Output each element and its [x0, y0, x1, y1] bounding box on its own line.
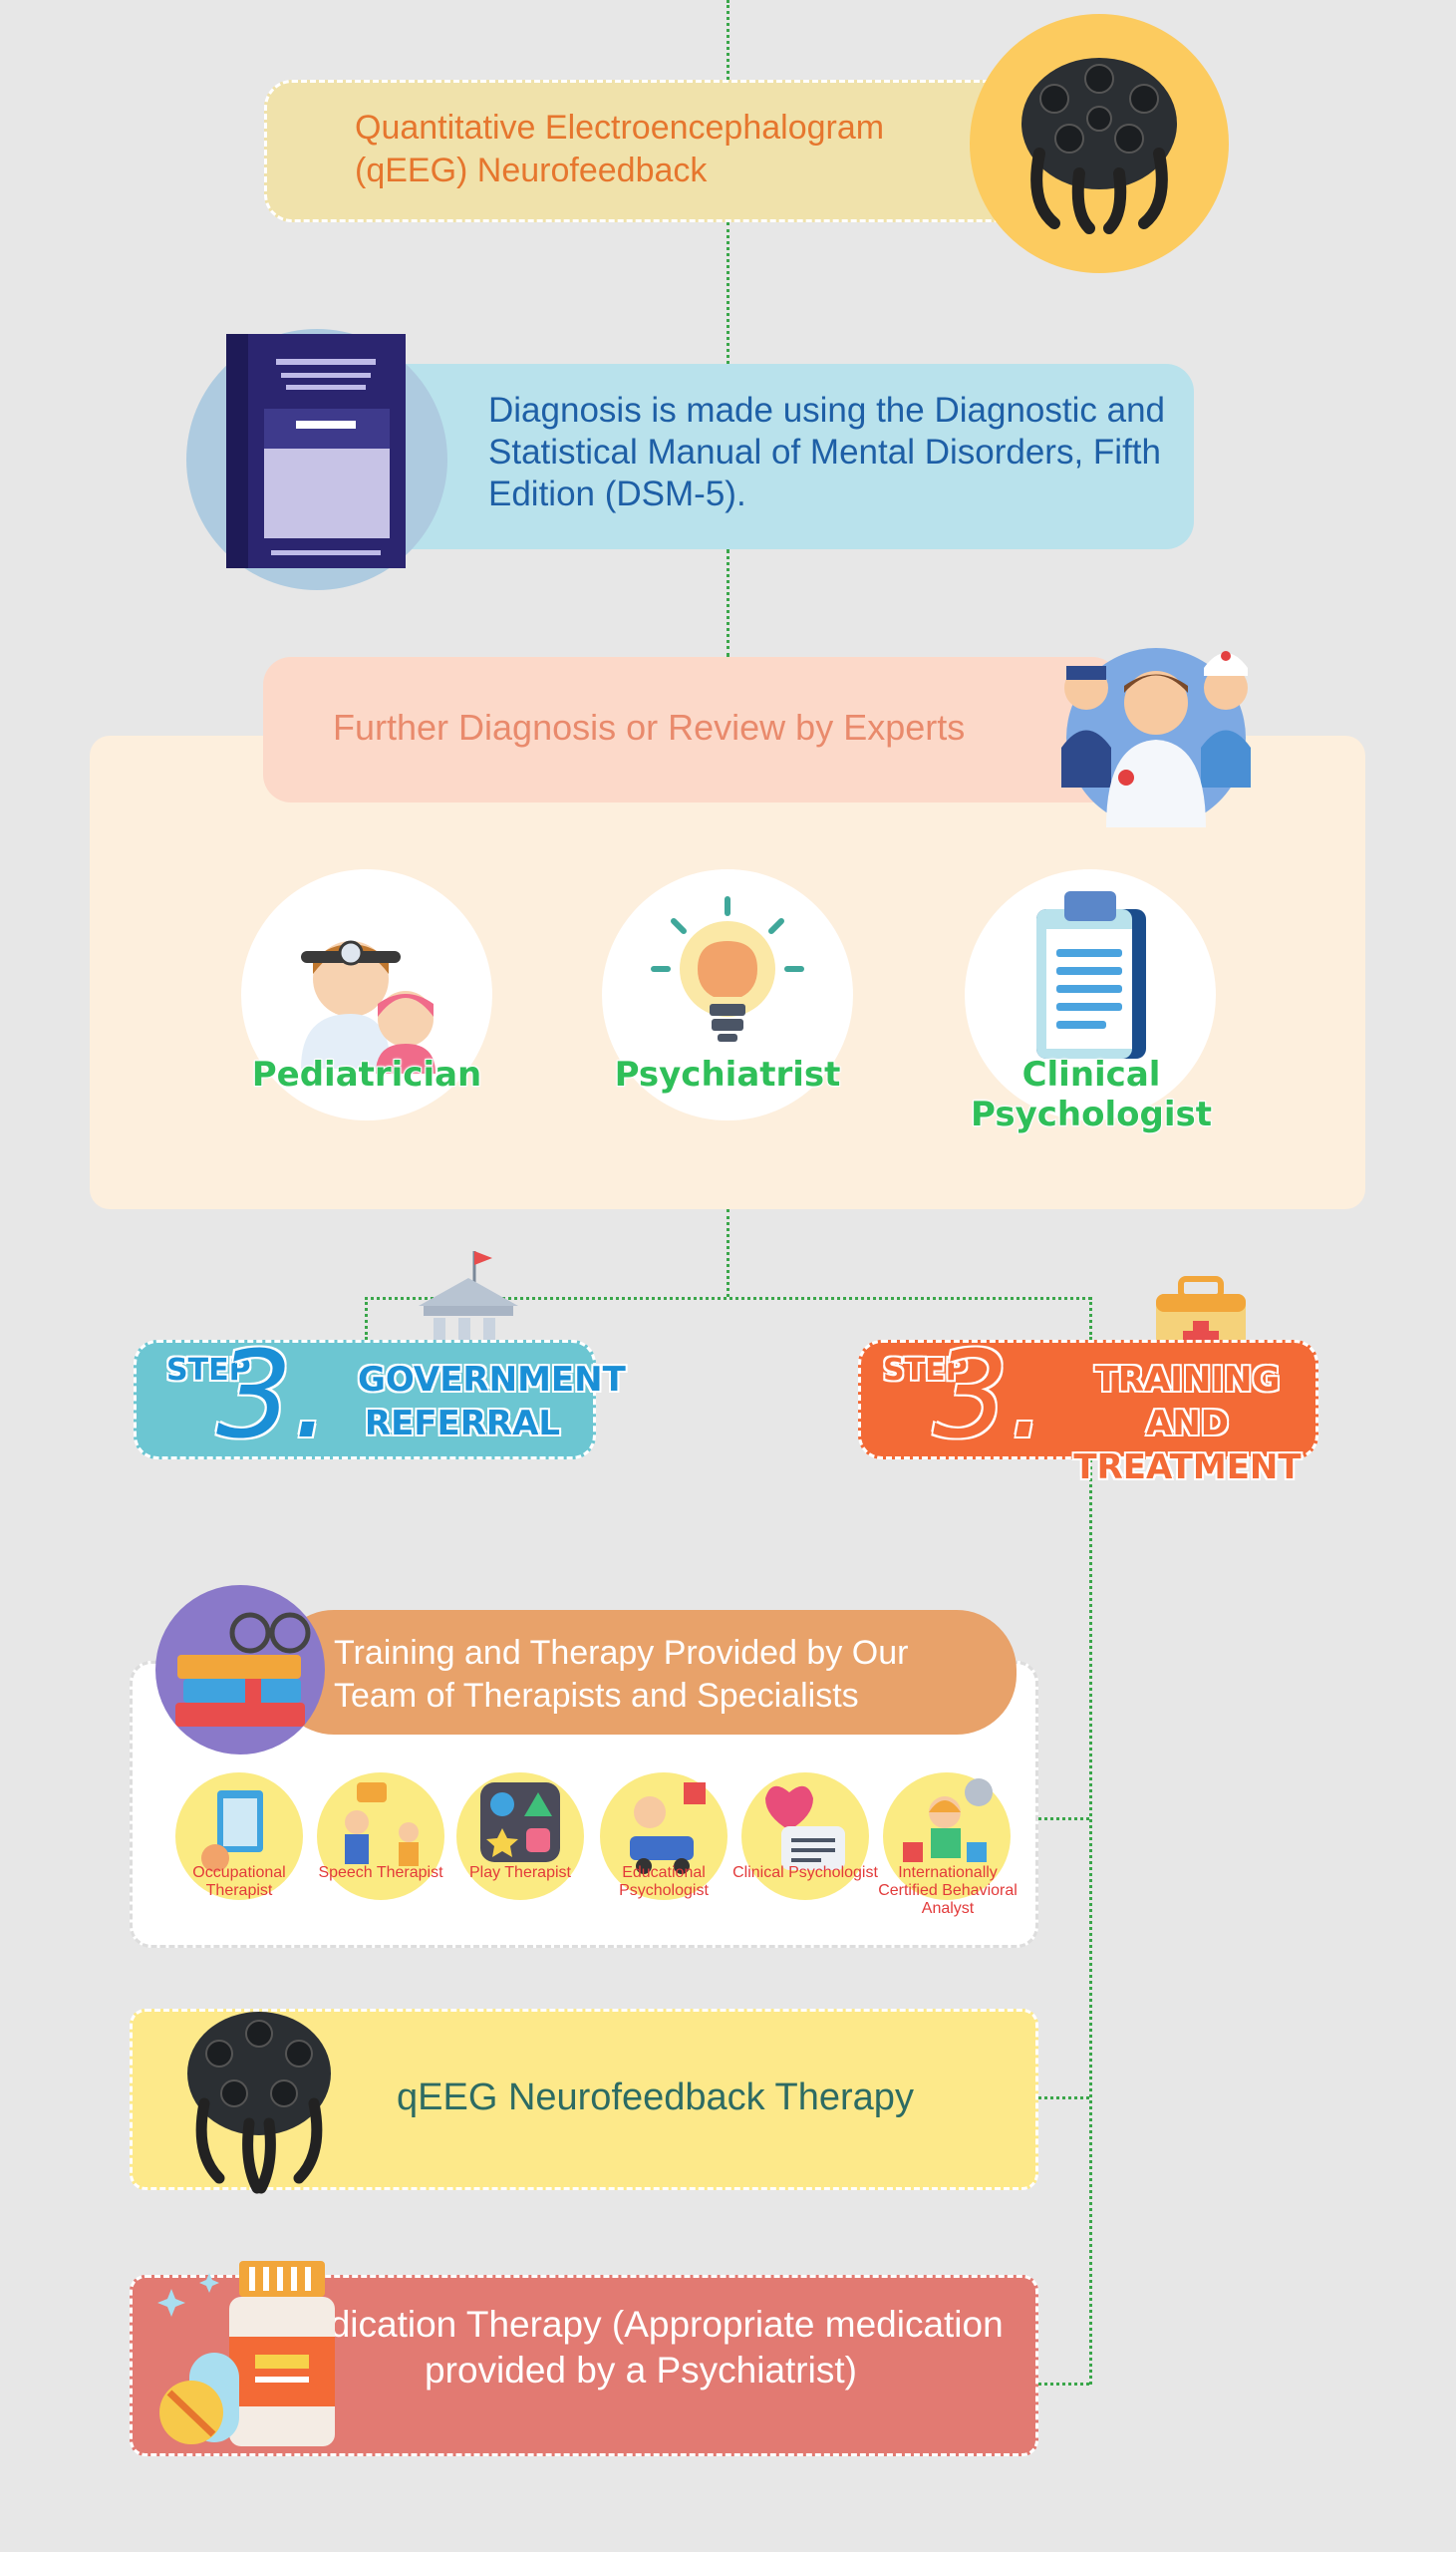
step3-government-referral: STEP 3. GOVERNMENT REFERRAL: [134, 1327, 626, 1465]
training-header: Training and Therapy Provided by Our Tea…: [274, 1610, 1017, 1735]
step-word: STEP: [166, 1353, 251, 1388]
specialist-label: Educational Psychologist: [619, 1864, 709, 1899]
specialist-label: Play Therapist: [469, 1864, 571, 1881]
specialist-icon-educational: [600, 1772, 728, 1900]
clipboard-icon: [1036, 891, 1146, 1059]
step-word: STEP: [883, 1353, 968, 1388]
connector-line: [727, 222, 729, 364]
qeeg-title: Quantitative Electroencephalogram (qEEG)…: [355, 109, 885, 189]
connector-line: [365, 1297, 368, 1340]
medicine-bottle-icon: [149, 2253, 349, 2452]
specialist-icon-clinical: [741, 1772, 869, 1900]
training-title: Training and Therapy Provided by Our Tea…: [334, 1634, 909, 1715]
specialist-label: Speech Therapist: [318, 1864, 443, 1881]
specialist-icon-occupational: [175, 1772, 303, 1900]
qeeg-headset-icon: [970, 14, 1229, 273]
medical-team-icon: [1056, 618, 1256, 827]
specialist-icon-play: [456, 1772, 584, 1900]
pediatrician-icon: [301, 940, 436, 1074]
connector-line: [1038, 2383, 1089, 2386]
specialist-label: Internationally Certified Behavioral Ana…: [878, 1864, 1018, 1917]
connector-line: [1089, 1459, 1092, 2385]
step-label: TRAINING AND TREATMENT: [1073, 1360, 1302, 1487]
connector-line: [727, 0, 729, 80]
books-icon: [155, 1585, 325, 1754]
further-title: Further Diagnosis or Review by Experts: [333, 707, 966, 748]
psychiatrist-circle: [602, 869, 853, 1120]
expert-label-pediatrician: Pediatrician: [251, 1054, 483, 1096]
expert-label-psychiatrist: Psychiatrist: [614, 1054, 842, 1096]
connector-line: [727, 1209, 729, 1297]
dsm-text: Diagnosis is made using the Diagnostic a…: [488, 391, 1165, 513]
pediatrician-circle: [241, 869, 492, 1120]
connector-line: [365, 1297, 1091, 1300]
connector-line: [1089, 1297, 1092, 1340]
qeeg-headset-icon: [159, 1994, 359, 2203]
brain-bulb-icon: [651, 896, 804, 1042]
connector-line: [727, 549, 729, 657]
specialist-label: Clinical Psychologist: [732, 1864, 878, 1881]
connector-line: [1038, 2096, 1089, 2099]
dsm-book-icon: [186, 329, 447, 590]
clinical-psychologist-circle: [965, 869, 1216, 1120]
neuro-title: qEEG Neurofeedback Therapy: [397, 2076, 914, 2118]
step-label: GOVERNMENT REFERRAL: [358, 1360, 626, 1443]
qeeg-card: Quantitative Electroencephalogram (qEEG)…: [264, 80, 1041, 222]
dsm-card: Diagnosis is made using the Diagnostic a…: [379, 364, 1194, 549]
step3-training-treatment: STEP 3. TRAINING AND TREATMENT: [858, 1327, 1318, 1487]
connector-line: [1038, 1817, 1089, 1820]
specialist-icon-speech: [317, 1772, 444, 1900]
step-number: 3.: [216, 1327, 331, 1465]
step-number: 3.: [933, 1327, 1047, 1465]
expert-label-clinical-psychologist: Clinical Psychologist: [970, 1054, 1213, 1135]
specialist-icon-behavioral: [883, 1772, 1011, 1900]
specialist-label: Occupational Therapist: [192, 1864, 286, 1899]
medication-title: Medication Therapy (Appropriate medicati…: [278, 2304, 1004, 2391]
further-diagnosis-card: Further Diagnosis or Review by Experts: [263, 657, 1120, 802]
